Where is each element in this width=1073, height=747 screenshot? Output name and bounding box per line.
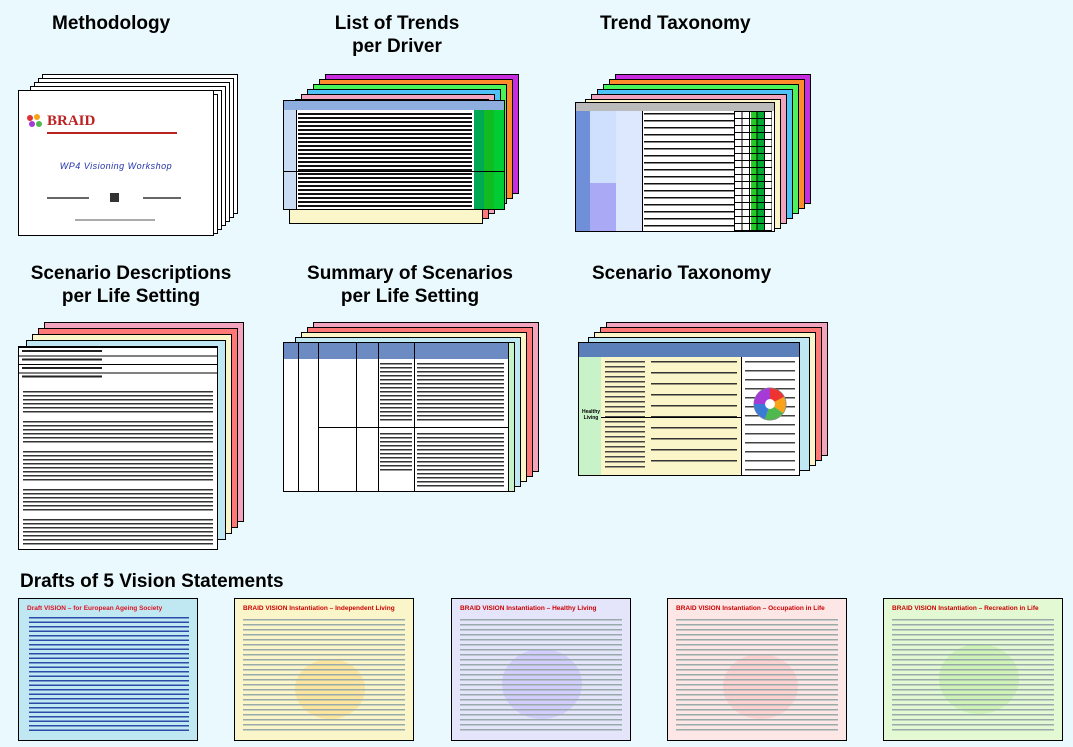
footer-text: [75, 219, 155, 221]
draft-vision-independent-living[interactable]: BRAID VISION Instantiation – Independent…: [234, 598, 414, 741]
scenario-taxonomy-page: Healthy Living: [578, 342, 800, 476]
slide-subtitle: WP4 Visioning Workshop: [59, 161, 173, 171]
scenario-paragraph: [23, 421, 213, 443]
braid-logo-text: BRAID: [47, 113, 96, 129]
row-divider: [284, 171, 504, 172]
table-body-lines: [298, 113, 472, 207]
taxonomy-header: [576, 103, 774, 111]
presenter-name: [143, 197, 181, 199]
taxonomy-cell-lines: [651, 361, 737, 471]
heading-trends-line1: List of Trends: [334, 13, 460, 34]
braid-wheel-icon: [753, 387, 787, 421]
presenter-name: [47, 197, 89, 199]
life-setting-label-line: Healthy: [581, 409, 601, 415]
scenario-descriptions-stack[interactable]: [18, 322, 248, 552]
trends-table-page: [283, 100, 505, 210]
trend-taxonomy-stack[interactable]: [575, 74, 817, 234]
taxonomy-life-setting-label: Healthy Living: [580, 409, 602, 421]
taxonomy-level2-b: [590, 183, 617, 231]
draft-title: BRAID VISION Instantiation – Recreation …: [892, 605, 1039, 612]
title-divider: [47, 132, 177, 134]
row-divider: [318, 427, 508, 428]
column-divider: [318, 343, 319, 491]
braid-logo-icon: [27, 114, 42, 127]
heading-trends: List of Trends per Driver: [322, 12, 472, 58]
table-green-columns: [474, 110, 504, 209]
summary-scenarios-stack[interactable]: [283, 322, 543, 494]
row-divider: [601, 417, 741, 418]
scenario-description-page: [18, 346, 218, 550]
draft-title: BRAID VISION Instantiation – Healthy Liv…: [460, 605, 597, 612]
table-left-column: [284, 110, 297, 209]
heading-scenario-descriptions: Scenario Descriptions per Life Setting: [18, 262, 244, 308]
column-divider: [378, 343, 379, 491]
summary-header: [284, 343, 508, 359]
summary-cell-text: [417, 363, 504, 423]
heading-scenario-taxonomy: Scenario Taxonomy: [592, 263, 772, 284]
heading-methodology: Methodology: [52, 13, 171, 34]
trend-taxonomy-page: [575, 102, 775, 232]
draft-body-lines: [29, 617, 189, 734]
taxonomy-rows: [644, 113, 734, 229]
summary-scenarios-page: [283, 342, 509, 492]
taxonomy-checkbox-grid: [734, 111, 772, 231]
draft-body-lines: [460, 619, 622, 734]
draft-body-lines: [676, 619, 838, 734]
taxonomy-table-header: [579, 343, 799, 357]
summary-cell-text: [417, 433, 504, 489]
scenario-header-text: [22, 350, 102, 380]
taxonomy-level2-a: [590, 111, 617, 184]
scenario-paragraph: [23, 451, 213, 481]
summary-cell-text: [380, 433, 412, 473]
scenario-taxonomy-stack[interactable]: Healthy Living: [578, 322, 830, 478]
scenario-paragraph: [23, 489, 213, 511]
life-setting-label-line: Living: [583, 415, 599, 421]
draft-body-lines: [243, 619, 405, 734]
draft-vision-recreation[interactable]: BRAID VISION Instantiation – Recreation …: [883, 598, 1063, 741]
draft-vision-healthy-living[interactable]: BRAID VISION Instantiation – Healthy Liv…: [451, 598, 631, 741]
heading-summary-scenarios-line1: Summary of Scenarios: [307, 263, 513, 284]
methodology-slide-stack[interactable]: BRAID WP4 Visioning Workshop: [18, 74, 246, 238]
scenario-paragraph: [23, 519, 213, 545]
taxonomy-cell-lines: [605, 361, 645, 471]
trends-table-stack[interactable]: [283, 74, 523, 224]
draft-vision-occupation[interactable]: BRAID VISION Instantiation – Occupation …: [667, 598, 847, 741]
heading-drafts: Drafts of 5 Vision Statements: [20, 571, 284, 592]
table-header: [284, 101, 504, 110]
draft-vision-general[interactable]: Draft VISION – for European Ageing Socie…: [18, 598, 198, 741]
taxonomy-level1: [576, 111, 591, 231]
draft-body-lines: [892, 619, 1054, 734]
methodology-title-slide: BRAID WP4 Visioning Workshop: [18, 90, 214, 236]
heading-summary-scenarios: Summary of Scenarios per Life Setting: [294, 262, 526, 308]
column-divider: [414, 343, 415, 491]
heading-scenario-descriptions-line1: Scenario Descriptions: [30, 263, 232, 284]
heading-scenario-descriptions-line2: per Life Setting: [61, 286, 201, 307]
column-divider: [356, 343, 357, 491]
scenario-paragraph: [23, 391, 213, 413]
draft-title: BRAID VISION Instantiation – Independent…: [243, 605, 395, 612]
draft-title: BRAID VISION Instantiation – Occupation …: [676, 605, 825, 612]
draft-title: Draft VISION – for European Ageing Socie…: [27, 605, 163, 612]
heading-summary-scenarios-line2: per Life Setting: [340, 286, 480, 307]
column-divider: [298, 343, 299, 491]
heading-trend-taxonomy: Trend Taxonomy: [600, 13, 751, 34]
taxonomy-level3: [616, 111, 643, 231]
partner-logo-icon: [110, 193, 119, 202]
summary-cell-text: [380, 363, 412, 423]
heading-trends-line2: per Driver: [352, 36, 442, 57]
